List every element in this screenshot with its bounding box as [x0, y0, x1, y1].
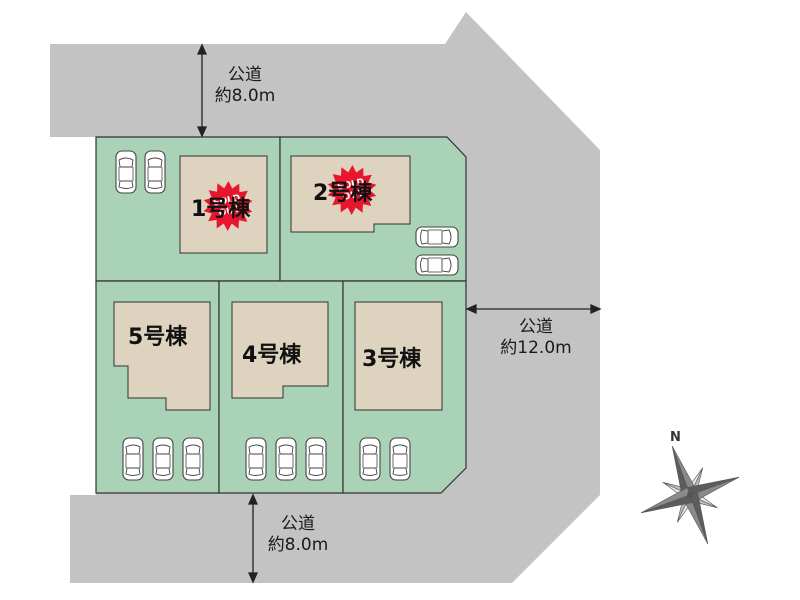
car-lot4-c: [305, 437, 327, 481]
houses: [113, 155, 443, 411]
car-lot2-a: [415, 226, 459, 248]
car-lot3-a: [359, 437, 381, 481]
car-lot2-b: [415, 254, 459, 276]
house-label-1: 1号棟: [191, 197, 251, 222]
car-lot4-a: [245, 437, 267, 481]
car-lot5-b: [152, 437, 174, 481]
road-name-south: 公道: [281, 514, 315, 534]
car-lot1-b: [144, 150, 166, 194]
road-width-north: 約8.0m: [214, 86, 276, 106]
road-label-east: 公道 約12.0m: [488, 317, 584, 359]
house-label-4: 4号棟: [242, 343, 302, 368]
car-lot4-b: [275, 437, 297, 481]
house-4: [231, 301, 329, 399]
road-name-north: 公道: [228, 65, 262, 85]
house-label-2: 2号棟: [313, 181, 373, 206]
dimension-lines: [196, 43, 602, 584]
sold-out-badge-lot1: SOLD OUT: [203, 180, 253, 232]
house-label-5: 5号棟: [128, 325, 188, 350]
sold-out-badge-lot2: SOLD OUT: [327, 164, 377, 216]
sold-badge-line2: OUT: [218, 205, 242, 219]
car-lot1-a: [115, 150, 137, 194]
car-lot3-b: [389, 437, 411, 481]
car-lot5-c: [182, 437, 204, 481]
road-width-south: 約8.0m: [267, 535, 329, 555]
compass-rose-icon: [640, 445, 740, 545]
road-name-east: 公道: [519, 317, 553, 337]
road-width-east: 約12.0m: [500, 338, 572, 358]
house-label-3: 3号棟: [362, 347, 422, 372]
car-lot5-a: [122, 437, 144, 481]
house-5: [113, 301, 211, 411]
road-label-south: 公道 約8.0m: [258, 514, 338, 556]
road-label-north: 公道 約8.0m: [205, 65, 285, 107]
sold-badge-line2: OUT: [342, 189, 366, 203]
house-3: [354, 301, 443, 411]
compass-north-label: N: [670, 430, 681, 445]
